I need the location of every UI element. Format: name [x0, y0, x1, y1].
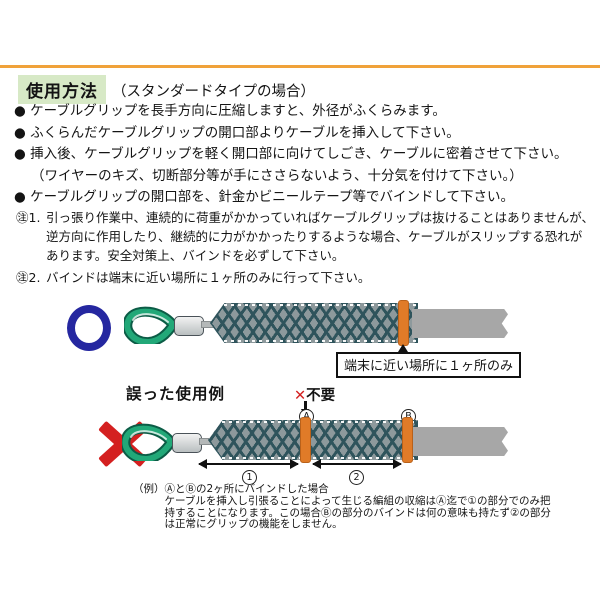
instruction-list: ● ケーブルグリップを長手方向に圧縮しますと、外径がふくらみます。 ● ふくらん… [14, 101, 594, 209]
small-x-icon: ✕ [294, 388, 307, 404]
pulling-eye-icon [122, 423, 174, 461]
caution-notes: ㊟1. 引っ張り作業中、連続的に荷重がかかっていればケーブルグリップは抜けること… [16, 208, 594, 290]
unnecessary-label: 不要 [306, 388, 336, 404]
ferrule [174, 316, 204, 336]
ferrule [172, 433, 202, 453]
span-1-badge: 1 [242, 470, 257, 485]
example-body: ⒶとⒷの2ヶ所にバインドした場合 ケーブルを挿入し引張ることによって生じる編組の… [164, 483, 557, 531]
list-item: ● ふくらんだケーブルグリップの開口部よりケーブルを挿入して下さい。 [14, 124, 460, 141]
list-item-continuation: （ワイヤーのキズ、切断部分等が手にささらないよう、十分気を付けて下さい。） [31, 167, 523, 184]
note-marker: ㊟2. [16, 270, 41, 285]
note-text: バインドは端末に近い場所に１ヶ所のみに行って下さい。 [46, 270, 371, 285]
note-item: ㊟1. 引っ張り作業中、連続的に荷重がかかっていればケーブルグリップは抜けること… [16, 208, 594, 265]
bind-band-b [402, 417, 413, 463]
span-arrow-2 [312, 459, 402, 469]
bind-band [398, 300, 409, 346]
callout-box: 端末に近い場所に１ヶ所のみ [336, 352, 522, 378]
accent-rule [0, 65, 600, 68]
example-paragraph: ケーブルを挿入し引張ることによって生じる編組の収縮はⒶ迄で①の部分でのみ把持する… [164, 494, 551, 531]
list-item: ● 挿入後、ケーブルグリップを軽く開口部に向けてしごき、ケーブルに密着させて下さ… [14, 146, 568, 162]
callout-arrow [398, 344, 408, 352]
cable [412, 427, 508, 456]
pulling-eye-icon [124, 306, 176, 344]
list-item: ● ケーブルグリップを長手方向に圧縮しますと、外径がふくらみます。 [14, 103, 446, 119]
list-item: ● ケーブルグリップの開口部を、針金かビニールテープ等でバインドして下さい。 [14, 189, 515, 205]
page-title: 使用方法 [18, 75, 106, 104]
example-marker: （例） [133, 483, 165, 495]
mesh-sleeve [208, 420, 418, 460]
page-subtitle: （スタンダードタイプの場合） [112, 84, 315, 100]
example-case-line: ⒶとⒷの2ヶ所にバインドした場合 [164, 483, 329, 495]
correct-mark-icon [67, 305, 111, 351]
mesh-sleeve [210, 303, 418, 343]
unnecessary-annotation: ✕不要 [294, 384, 335, 405]
example-note: （例） ⒶとⒷの2ヶ所にバインドした場合 ケーブルを挿入し引張ることによって生じ… [133, 483, 557, 531]
bind-band-a [300, 417, 311, 463]
cable [412, 309, 508, 338]
note-text: 引っ張り作業中、連続的に荷重がかかっていればケーブルグリップは抜けることはありま… [46, 210, 595, 263]
note-item: ㊟2. バインドは端末に近い場所に１ヶ所のみに行って下さい。 [16, 268, 594, 287]
incorrect-example-title: 誤った使用例 [126, 385, 226, 403]
span-arrow-1 [198, 459, 299, 469]
note-marker: ㊟1. [16, 210, 41, 225]
span-2-badge: 2 [349, 470, 364, 485]
